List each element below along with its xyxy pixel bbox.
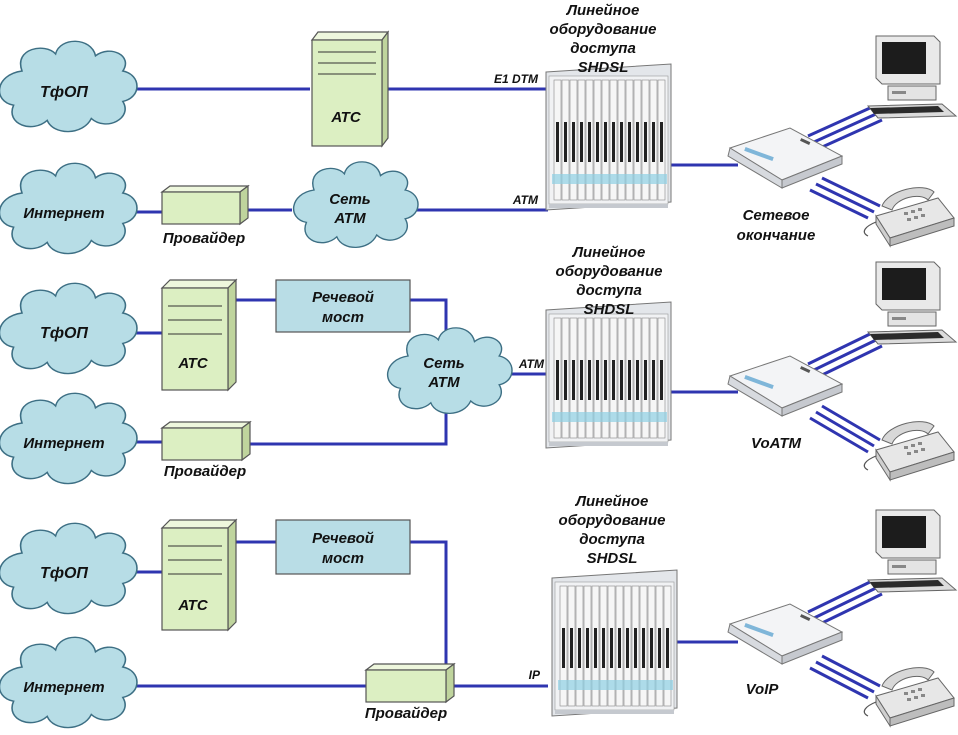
atm-network-label-line1: Сеть xyxy=(423,355,465,372)
internet-cloud xyxy=(0,392,138,485)
speech-bridge-label-line2: мост xyxy=(322,550,364,567)
provider-box xyxy=(160,184,250,226)
phone-icon xyxy=(863,666,955,727)
voip-label: VoIP xyxy=(746,681,780,698)
tfop-cloud xyxy=(0,282,138,375)
tfop-label: ТфОП xyxy=(40,565,88,582)
internet-cloud xyxy=(0,636,138,729)
link-label-e1-dtm: E1 DTM xyxy=(494,72,539,86)
tfop-cloud xyxy=(0,522,138,615)
ats-box xyxy=(160,518,238,632)
speech-bridge-label-line2: мост xyxy=(322,309,364,326)
speech-bridge-box xyxy=(275,519,411,575)
link-label-ip: IP xyxy=(529,668,541,682)
atm-network-cloud xyxy=(292,161,419,249)
internet-label: Интернет xyxy=(23,205,104,222)
tfop-cloud xyxy=(0,40,138,133)
connection-lines xyxy=(122,87,883,700)
speech-bridge-box xyxy=(275,279,411,333)
atm-network-label-line2: АТМ xyxy=(427,374,460,391)
svg-text:SHDSL: SHDSL xyxy=(587,550,638,567)
terminal-label-line2: окончание xyxy=(737,227,816,244)
voatm-label: VoATM xyxy=(751,435,801,452)
phone-icon xyxy=(863,420,955,481)
svg-text:оборудование: оборудование xyxy=(550,21,657,38)
atm-network-label-line2: АТМ xyxy=(333,210,366,227)
svg-text:доступа: доступа xyxy=(579,531,645,548)
tfop-label: ТфОП xyxy=(40,84,88,101)
access-equipment-title: Линейное оборудование доступа SHDSL xyxy=(559,493,666,567)
atm-network-cloud xyxy=(386,327,513,415)
svg-text:Линейное: Линейное xyxy=(572,244,646,261)
svg-text:доступа: доступа xyxy=(570,40,636,57)
atm-network-label-line1: Сеть xyxy=(329,191,371,208)
link-label-atm: ATM xyxy=(512,193,539,207)
provider-label: Провайдер xyxy=(164,463,246,480)
speech-bridge-label-line1: Речевой xyxy=(312,530,374,547)
svg-text:Линейное: Линейное xyxy=(566,2,640,19)
computer-icon xyxy=(867,261,957,345)
speech-bridge-label-line1: Речевой xyxy=(312,289,374,306)
provider-box xyxy=(364,662,456,704)
ats-label: АТС xyxy=(330,109,361,126)
ats-box xyxy=(310,30,390,148)
ats-box xyxy=(160,278,238,392)
provider-label: Провайдер xyxy=(163,230,245,247)
ats-label: АТС xyxy=(177,355,208,372)
access-equipment-title: Линейное оборудование доступа SHDSL xyxy=(550,2,657,76)
phone-icon xyxy=(863,186,955,247)
computer-icon xyxy=(867,35,957,119)
svg-text:Линейное: Линейное xyxy=(575,493,649,510)
shdsl-rack xyxy=(545,301,672,449)
svg-text:SHDSL: SHDSL xyxy=(584,301,635,318)
ats-label: АТС xyxy=(177,597,208,614)
internet-label: Интернет xyxy=(23,679,104,696)
access-equipment-title: Линейное оборудование доступа SHDSL xyxy=(556,244,663,318)
svg-text:доступа: доступа xyxy=(576,282,642,299)
internet-label: Интернет xyxy=(23,435,104,452)
shdsl-rack xyxy=(551,569,678,717)
link-label-atm: ATM xyxy=(518,357,545,371)
provider-box xyxy=(160,420,252,462)
internet-cloud xyxy=(0,162,138,255)
svg-text:оборудование: оборудование xyxy=(556,263,663,280)
svg-text:оборудование: оборудование xyxy=(559,512,666,529)
tfop-label: ТфОП xyxy=(40,325,88,342)
computer-icon xyxy=(867,509,957,593)
provider-label: Провайдер xyxy=(365,705,447,722)
terminal-label-line1: Сетевое xyxy=(743,207,810,224)
shdsl-rack xyxy=(545,63,672,211)
svg-text:SHDSL: SHDSL xyxy=(578,59,629,76)
